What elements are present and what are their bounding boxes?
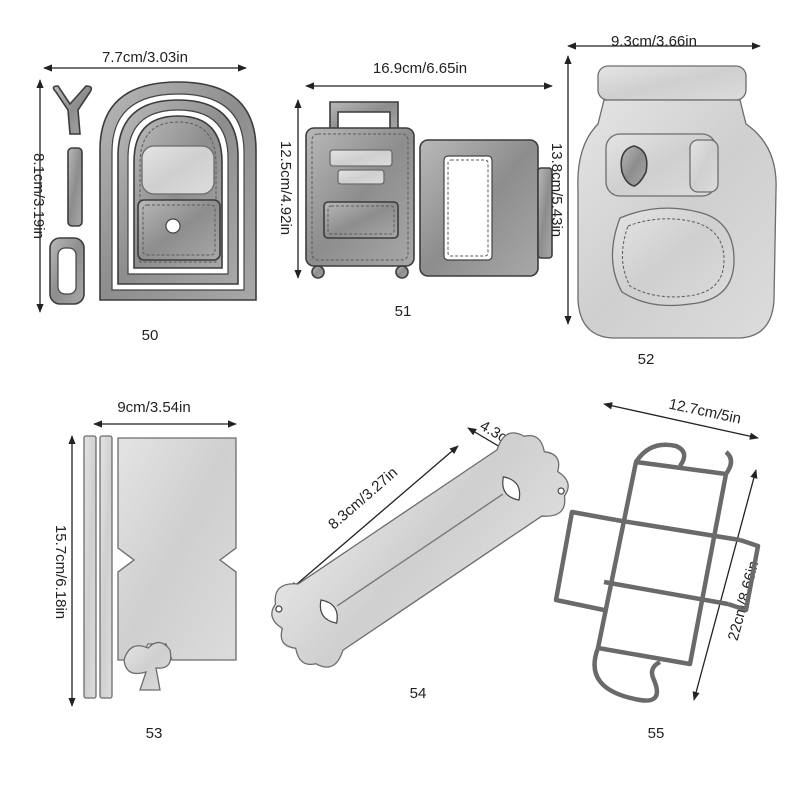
product-52: 9.3cm/3.66in 13.8cm/5.43in 52 (548, 33, 777, 368)
width-label: 16.9cm/6.65in (373, 60, 467, 77)
box-net-die (553, 442, 761, 703)
height-arrow (289, 445, 459, 591)
product-54: 4.3cm/1.69in 8.3cm/3.27in 54 (271, 417, 569, 702)
product-number: 51 (395, 303, 412, 320)
candy-window-left (319, 599, 338, 624)
product-number: 54 (410, 685, 427, 702)
strawberry-icon (620, 145, 648, 187)
backpack-die (49, 81, 257, 305)
pocket-stitch (142, 204, 216, 256)
suitcase-pocket-stitch (327, 205, 395, 235)
side-tab (537, 167, 553, 259)
width-label: 7.7cm/3.03in (102, 49, 188, 66)
width-label: 9.3cm/3.66in (611, 33, 697, 50)
candy-die (271, 432, 569, 668)
product-53: 9cm/3.54in 15.7cm/6.18in 53 (52, 399, 237, 742)
box-panel-die (83, 435, 237, 699)
candy-fold-line (336, 493, 504, 607)
sticker-top (329, 149, 393, 167)
strap-loop-hole (57, 247, 77, 295)
strap-top (52, 85, 93, 135)
box-hook-top (634, 442, 687, 468)
product-50: 7.7cm/3.03in 8.1cm/3.19in 50 (30, 49, 257, 344)
width-label: 9cm/3.54in (117, 399, 190, 416)
bow-piece (123, 641, 172, 691)
suitcase-stitch (311, 133, 409, 261)
candy-window-right (502, 476, 521, 501)
box-fold-2 (603, 579, 729, 607)
box-flap-right (727, 537, 761, 613)
jar-lid (597, 65, 747, 101)
width-arrow (603, 402, 759, 440)
side-window (443, 155, 493, 261)
product-number: 52 (638, 351, 655, 368)
box-flap-left (553, 509, 617, 613)
box-tab-top (724, 450, 734, 476)
product-number: 55 (648, 725, 665, 742)
suitcase-body (305, 127, 415, 267)
clasp-hole (165, 218, 181, 234)
jar-label-bottom (611, 207, 735, 307)
suitcase-pocket (323, 201, 399, 239)
height-label: 8.1cm/3.19in (30, 153, 47, 239)
product-55: 12.7cm/5in 22cm/8.66in 55 (553, 396, 763, 742)
suitcase-die (305, 101, 553, 279)
wheel-right (395, 265, 409, 279)
product-number: 50 (142, 327, 159, 344)
candy-hole-1 (275, 605, 283, 613)
height-label: 12.5cm/4.92in (277, 141, 294, 235)
side-window-stitch (447, 159, 489, 257)
product-51: 16.9cm/6.65in 12.5cm/4.92in 51 (277, 60, 553, 320)
height-arrow (692, 469, 758, 701)
small-jar (689, 139, 719, 193)
height-label: 13.8cm/5.43in (548, 143, 565, 237)
inner-stitch (139, 121, 217, 263)
candy-hole-2 (557, 487, 565, 495)
sticker-mid (337, 169, 385, 185)
jar-label-stitch (622, 218, 725, 298)
product-number: 53 (146, 725, 163, 742)
box-panel (117, 437, 237, 661)
box-hook-bottom (592, 647, 662, 703)
strip-left (83, 435, 97, 699)
width-label: 12.7cm/5in (667, 396, 742, 428)
pocket-top (141, 145, 215, 195)
box-fold-1 (615, 517, 741, 543)
jar-die (577, 65, 777, 339)
height-label: 15.7cm/6.18in (52, 525, 69, 619)
height-label: 22cm/8.66in (725, 559, 763, 642)
strip-right (99, 435, 113, 699)
box-outline (595, 459, 729, 667)
wheel-left (311, 265, 325, 279)
strap-bar (67, 147, 83, 227)
